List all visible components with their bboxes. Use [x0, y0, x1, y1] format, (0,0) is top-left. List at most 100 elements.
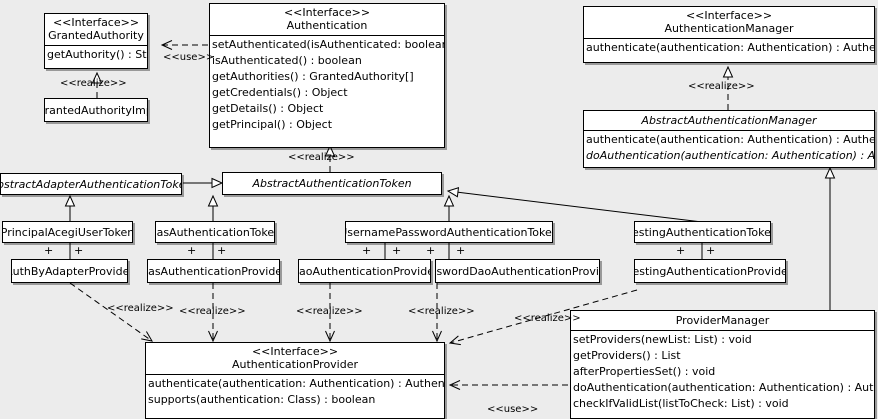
operation: supports(authentication: Class) : boolea… — [148, 393, 376, 406]
class-authentication-provider[interactable]: <<Interface>> AuthenticationProvider aut… — [145, 342, 445, 419]
operations-compartment: getAuthority() : String — [45, 45, 147, 64]
stereotype-label: <<Interface>> — [685, 9, 773, 22]
class-name: AbstractAuthenticationToken — [252, 177, 412, 190]
edge-realize-testingauthenticationprovider — [448, 289, 638, 346]
multiplicity-plus: + — [44, 244, 54, 257]
operation: getAuthorities() : GrantedAuthority[] — [212, 70, 414, 83]
class-header: <<Interface>> AuthenticationManager — [584, 7, 874, 38]
class-header: AbstractAuthenticationManager — [584, 111, 874, 130]
operation: setProviders(newList: List) : void — [573, 333, 752, 346]
class-name: AuthenticationManager — [664, 22, 794, 35]
stereotype-label: <<Interface>> — [52, 16, 140, 29]
multiplicity-plus: + — [456, 244, 466, 257]
class-testing-authentication-provider[interactable]: TestingAuthenticationProvider — [634, 259, 786, 283]
class-name: CasAuthenticationToken — [155, 225, 275, 239]
operation: checkIfValidList(listToCheck: List) : vo… — [573, 397, 789, 410]
multiplicity-plus: + — [676, 244, 686, 257]
class-abstract-adapter-authentication-token[interactable]: AbstractAdapterAuthenticationToken — [0, 173, 182, 195]
class-granted-authority-impl[interactable]: GrantedAuthorityImpl — [44, 98, 148, 122]
class-username-password-authentication-token[interactable]: UsernamePasswordAuthenticationToken — [345, 221, 553, 243]
class-name: UsernamePasswordAuthenticationToken — [345, 225, 553, 239]
class-name: AuthenticationProvider — [231, 358, 359, 371]
class-testing-authentication-token[interactable]: TestingAuthenticationToken — [634, 221, 771, 243]
class-dao-authentication-provider[interactable]: DaoAuthenticationProvider — [298, 259, 431, 283]
operations-compartment: authenticate(authentication: Authenticat… — [146, 374, 444, 409]
class-name: CasAuthenticationProvider — [147, 264, 280, 278]
class-header: <<Interface>> AuthenticationProvider — [146, 343, 444, 374]
class-cas-authentication-token[interactable]: CasAuthenticationToken — [155, 221, 275, 243]
multiplicity-plus: + — [362, 244, 372, 257]
operation: doAuthentication(authentication: Authent… — [573, 381, 874, 394]
multiplicity-plus: + — [706, 244, 716, 257]
class-name: Authentication — [286, 19, 368, 32]
class-abstract-authentication-manager[interactable]: AbstractAuthenticationManager authentica… — [583, 110, 875, 168]
edge-label-realize-grantedauthorityimpl: <<realize>> — [60, 78, 127, 89]
operations-compartment: setAuthenticated(isAuthenticated: boolea… — [210, 35, 444, 134]
operation: authenticate(authentication: Authenticat… — [586, 133, 875, 146]
class-name: TestingAuthenticationProvider — [634, 264, 786, 278]
operations-compartment: setProviders(newList: List) : void getPr… — [571, 330, 874, 413]
edge-label-realize-authbyadapterprovider: <<realize>> — [107, 303, 174, 314]
class-name: GrantedAuthorityImpl — [44, 103, 147, 117]
class-name: TestingAuthenticationToken — [634, 225, 771, 239]
edge-label-realize-daoauthenticationprovider: <<realize>> — [296, 306, 363, 317]
class-name: DaoAuthenticationProvider — [298, 264, 430, 278]
class-password-dao-authentication-provider[interactable]: PasswordDaoAuthenticationProvider — [435, 259, 600, 283]
edge-label-realize-abstractauthenticationmanager: <<realize>> — [688, 81, 755, 92]
class-name: AuthByAdapterProvider — [11, 264, 128, 278]
class-principal-acegi-user-token[interactable]: PrincipalAcegiUserToken — [2, 221, 133, 243]
class-granted-authority[interactable]: <<Interface>> GrantedAuthority getAuthor… — [44, 13, 148, 69]
class-auth-by-adapter-provider[interactable]: AuthByAdapterProvider — [11, 259, 128, 283]
edge-label-realize-abstractauthenticationtoken: <<realize>> — [288, 152, 355, 163]
class-provider-manager[interactable]: ProviderManager setProviders(newList: Li… — [570, 310, 875, 419]
operations-compartment: authenticate(authentication: Authenticat… — [584, 38, 874, 57]
class-header: DaoAuthenticationProvider — [299, 260, 430, 282]
operation: getDetails() : Object — [212, 102, 324, 115]
class-header: AbstractAuthenticationToken — [223, 173, 441, 194]
class-name: GrantedAuthority — [48, 29, 144, 42]
class-header: CasAuthenticationProvider — [148, 260, 279, 282]
operation: getPrincipal() : Object — [212, 118, 333, 131]
class-authentication[interactable]: <<Interface>> Authentication setAuthenti… — [209, 3, 445, 148]
class-header: PrincipalAcegiUserToken — [3, 222, 132, 242]
stereotype-label: <<Interface>> — [251, 345, 339, 358]
edge-realize-authbyadapterprovider — [69, 282, 153, 342]
operation: isAuthenticated() : boolean — [212, 54, 362, 67]
edge-label-use-grantedauthority: <<use>> — [163, 52, 215, 63]
multiplicity-plus: + — [217, 244, 227, 257]
class-header: AbstractAdapterAuthenticationToken — [1, 174, 181, 194]
operation: authenticate(authentication: Authenticat… — [586, 41, 875, 54]
edge-generalize-testingauthenticationtoken — [446, 187, 703, 223]
edge-label-realize-passworddaoauthenticationprovider: <<realize>> — [408, 306, 475, 317]
class-header: AuthByAdapterProvider — [12, 260, 127, 282]
stereotype-label: <<Interface>> — [283, 6, 371, 19]
edge-label-realize-casauthenticationprovider: <<realize>> — [179, 306, 246, 317]
class-abstract-authentication-token[interactable]: AbstractAuthenticationToken — [222, 172, 442, 195]
class-cas-authentication-provider[interactable]: CasAuthenticationProvider — [147, 259, 280, 283]
multiplicity-plus: + — [74, 244, 84, 257]
class-name: AbstractAdapterAuthenticationToken — [1, 177, 181, 191]
class-header: GrantedAuthorityImpl — [45, 99, 147, 121]
class-name: ProviderManager — [675, 314, 770, 327]
class-name: PasswordDaoAuthenticationProvider — [436, 264, 599, 278]
class-header: TestingAuthenticationProvider — [635, 260, 785, 282]
multiplicity-plus: + — [187, 244, 197, 257]
operation: getCredentials() : Object — [212, 86, 348, 99]
operation: afterPropertiesSet() : void — [573, 365, 716, 378]
class-name: AbstractAuthenticationManager — [641, 114, 817, 127]
operation: doAuthentication(authentication: Authent… — [586, 149, 875, 162]
multiplicity-plus: + — [426, 244, 436, 257]
multiplicity-plus: + — [392, 244, 402, 257]
operations-compartment: authenticate(authentication: Authenticat… — [584, 130, 874, 165]
class-header: CasAuthenticationToken — [156, 222, 274, 242]
edge-label-realize-testingauthenticationprovider: <<realize>> — [514, 313, 581, 324]
operation: authenticate(authentication: Authenticat… — [148, 377, 445, 390]
class-header: ProviderManager — [571, 311, 874, 330]
edge-label-use-providermanager: <<use>> — [487, 404, 539, 415]
class-header: UsernamePasswordAuthenticationToken — [346, 222, 552, 242]
class-header: <<Interface>> Authentication — [210, 4, 444, 35]
operation: getAuthority() : String — [47, 48, 147, 61]
class-authentication-manager[interactable]: <<Interface>> AuthenticationManager auth… — [583, 6, 875, 63]
